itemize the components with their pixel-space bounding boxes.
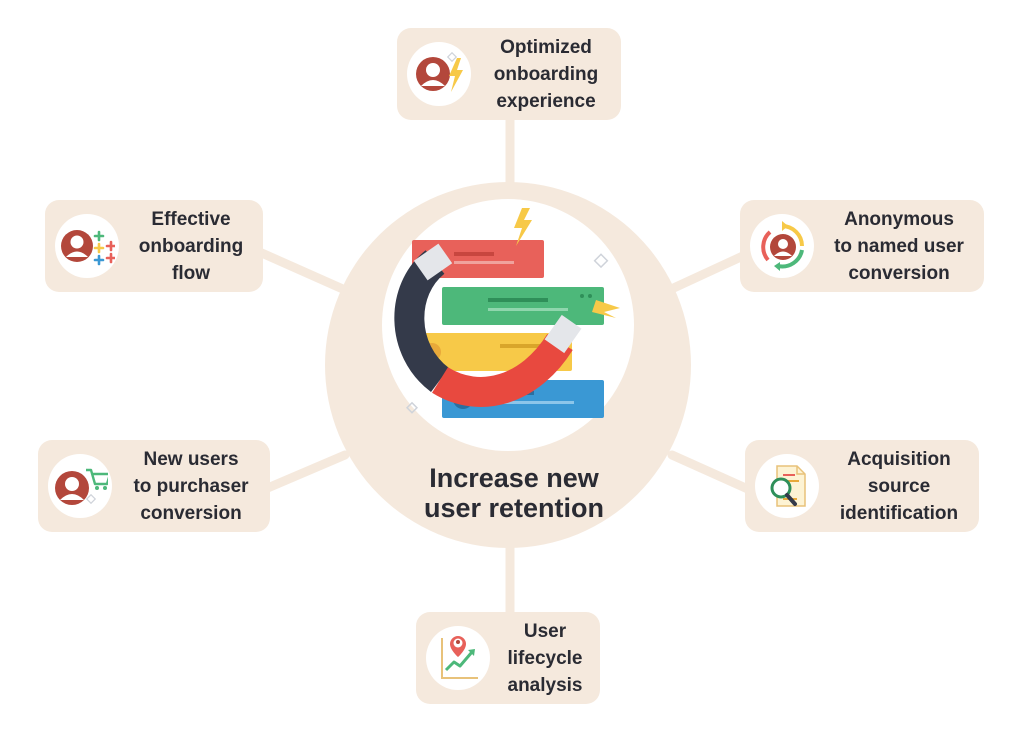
connector-lower-right	[667, 450, 755, 495]
node-label-line: onboarding	[138, 235, 244, 257]
node-label-line: analysis	[507, 674, 583, 696]
user-cart-icon	[48, 454, 112, 518]
node-optimized-onboarding: Optimized onboarding experience	[397, 28, 621, 120]
connector-lower-left	[258, 450, 350, 495]
node-label: New users to purchaser conversion	[112, 446, 270, 527]
node-label-line: source	[867, 475, 931, 497]
user-plus-grid-icon	[55, 214, 119, 278]
node-effective-flow: Effective onboarding flow	[45, 200, 263, 292]
node-label-line: Acquisition	[847, 448, 951, 470]
node-label-line: onboarding	[493, 63, 599, 85]
node-label-line: to named user	[834, 235, 964, 257]
connector-upper-left	[250, 245, 350, 295]
node-label: User lifecycle analysis	[490, 618, 600, 699]
node-label-line: identification	[839, 502, 959, 524]
node-label: Anonymous to named user conversion	[814, 206, 984, 287]
node-label-line: to purchaser	[133, 475, 249, 497]
node-label-line: conversion	[140, 502, 242, 524]
red-card	[412, 240, 544, 278]
node-label-line: flow	[172, 262, 210, 284]
location-chart-icon	[426, 626, 490, 690]
green-card	[442, 287, 604, 325]
node-label-line: experience	[496, 90, 596, 112]
magnet-illustration	[394, 208, 620, 418]
node-label: Acquisition source identification	[819, 446, 979, 527]
user-lightning-icon	[407, 42, 471, 106]
node-anonymous-conversion: Anonymous to named user conversion	[740, 200, 984, 292]
node-lifecycle-analysis: User lifecycle analysis	[416, 612, 600, 704]
node-label-line: lifecycle	[507, 647, 583, 669]
node-label: Optimized onboarding experience	[471, 34, 621, 115]
node-label-line: Effective	[151, 208, 231, 230]
connector-lines	[250, 113, 755, 620]
user-cycle-icon	[750, 214, 814, 278]
node-label: Effective onboarding flow	[119, 206, 263, 287]
node-label-line: Anonymous	[844, 208, 954, 230]
node-label-line: User	[523, 620, 567, 642]
node-label-line: conversion	[848, 262, 950, 284]
connector-upper-right	[660, 250, 750, 297]
center-title-line: Increase new	[429, 463, 599, 493]
node-label-line: New users	[143, 448, 239, 470]
node-purchaser-conversion: New users to purchaser conversion	[38, 440, 270, 532]
center-title-line: user retention	[423, 493, 605, 523]
center-title: Increase new user retention	[380, 463, 648, 523]
node-acquisition-source: Acquisition source identification	[745, 440, 979, 532]
document-magnifier-icon	[755, 454, 819, 518]
node-label-line: Optimized	[500, 36, 592, 58]
